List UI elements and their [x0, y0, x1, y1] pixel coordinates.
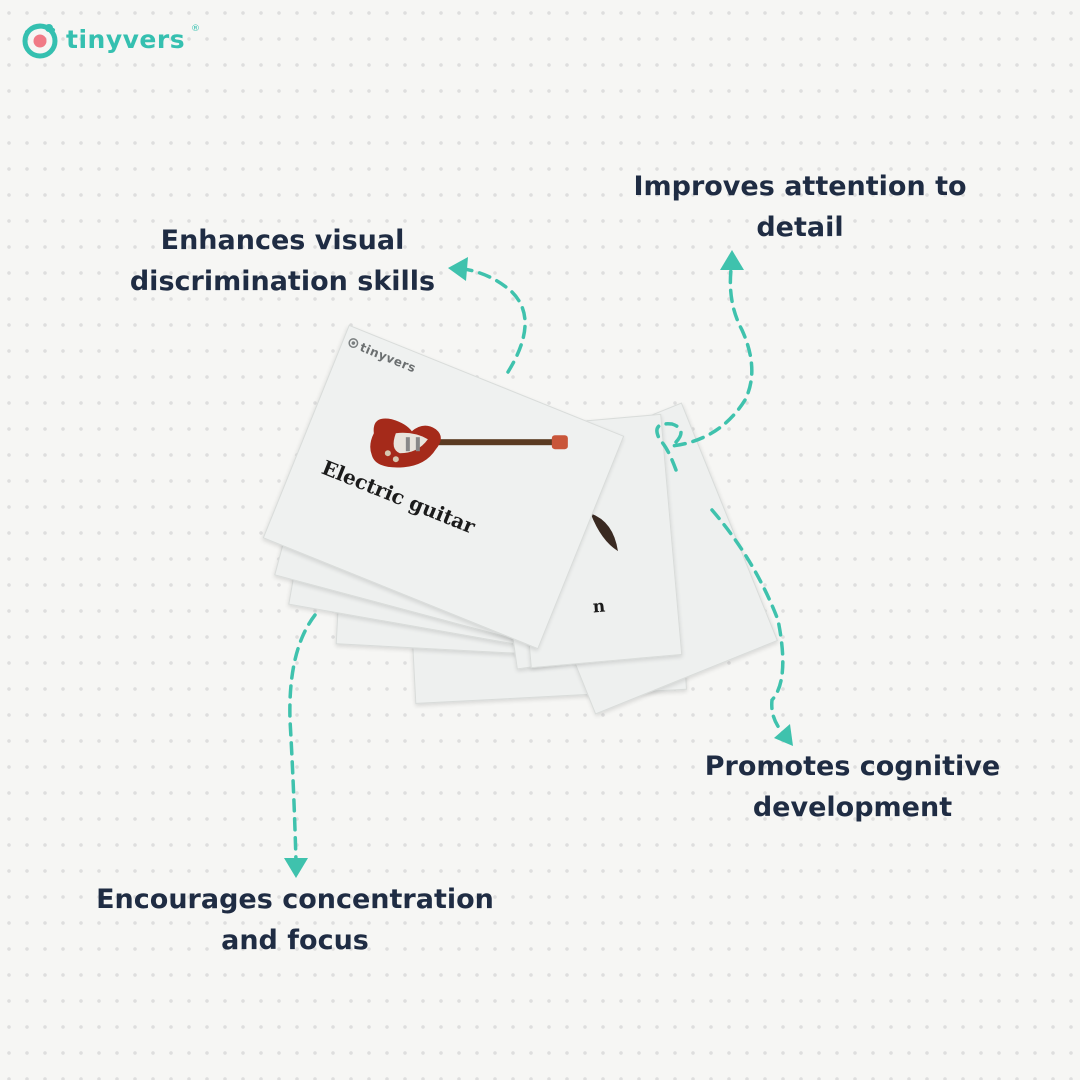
caption-line: Promotes cognitive	[704, 751, 1001, 782]
caption-visual-discrimination: Enhances visual discrimination skills	[110, 220, 455, 302]
registered-mark: ®	[191, 24, 200, 34]
caption-attention-to-detail: Improves attention to detail	[600, 166, 1000, 248]
caption-line: development	[752, 792, 953, 823]
caption-concentration-focus: Encourages concentration and focus	[60, 879, 530, 961]
caption-line: Enhances visual	[160, 225, 405, 256]
caption-line: Encourages concentration	[96, 884, 494, 915]
connector-focus	[288, 613, 317, 864]
arrowhead-icon	[774, 724, 793, 746]
arrowhead-icon	[448, 257, 468, 281]
connector-cognitive	[710, 508, 787, 737]
caption-line: detail	[756, 212, 844, 243]
flashcard-electric-guitar: tinyvers Electric guitar	[262, 324, 625, 650]
electric-guitar-icon	[370, 418, 568, 468]
connector-visual	[456, 266, 527, 374]
cone-icon	[590, 513, 618, 552]
tinyvers-logo-icon	[22, 23, 58, 59]
caption-line: and focus	[221, 925, 369, 956]
flashcard-cone: n	[509, 413, 683, 669]
tinyvers-logo-icon	[348, 338, 359, 349]
caption-line: Improves attention to	[633, 171, 967, 202]
brand-logo: tinyvers ®	[20, 20, 200, 60]
brand-name: tinyvers	[66, 25, 186, 54]
connector-attention	[655, 260, 754, 472]
arrowhead-icon	[720, 250, 744, 270]
caption-line: discrimination skills	[129, 266, 436, 297]
arrowhead-icon	[284, 858, 308, 878]
caption-cognitive-development: Promotes cognitive development	[680, 746, 1025, 828]
